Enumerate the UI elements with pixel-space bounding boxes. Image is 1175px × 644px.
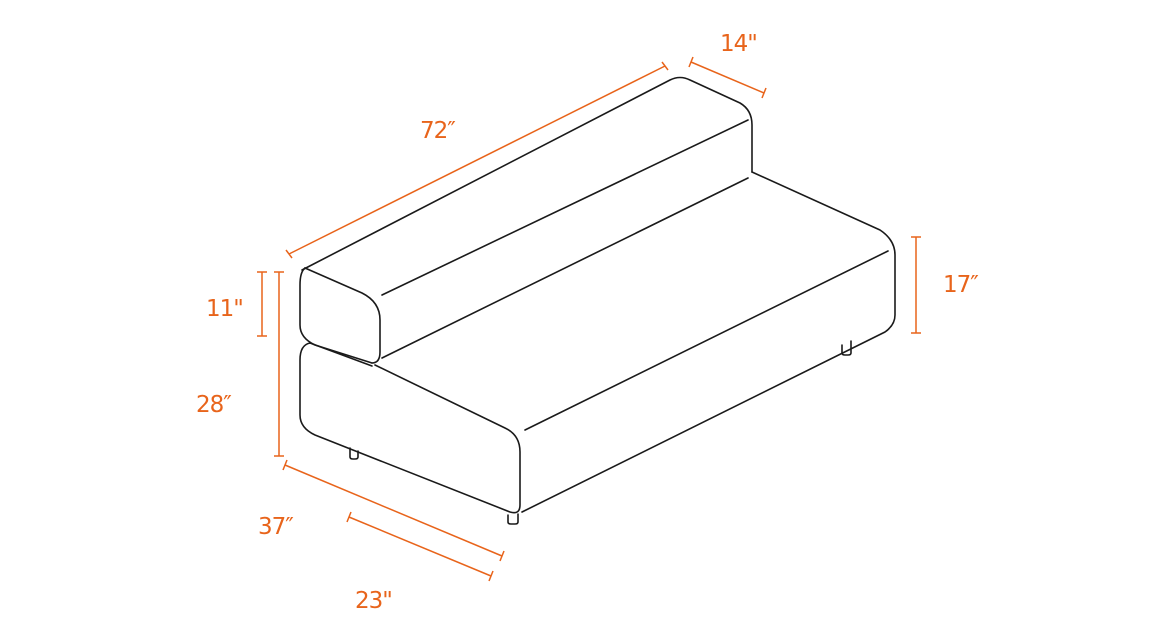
seat-depth-dimension-line	[346, 511, 494, 582]
seat-height-label: 17″	[943, 272, 979, 298]
sofa-outline	[299, 76, 896, 525]
backrest	[299, 76, 753, 364]
backrest-height-dimension-line	[257, 271, 267, 337]
length-dimension-line	[285, 61, 669, 259]
overall-height-label: 28″	[196, 392, 232, 418]
seat	[299, 171, 896, 514]
backrest-height-label: 11"	[206, 296, 244, 322]
overall-height-dimension-line	[274, 271, 284, 457]
seat-height-dimension-line	[911, 236, 921, 334]
length-label: 72″	[420, 118, 456, 144]
seat-depth-label: 23"	[355, 588, 393, 614]
legs	[349, 340, 852, 525]
backrest-depth-dimension-line	[688, 56, 767, 99]
dimension-lines	[257, 56, 921, 582]
overall-depth-label: 37″	[258, 514, 294, 540]
overall-depth-dimension-line	[282, 459, 505, 562]
backrest-depth-label: 14"	[720, 31, 758, 57]
